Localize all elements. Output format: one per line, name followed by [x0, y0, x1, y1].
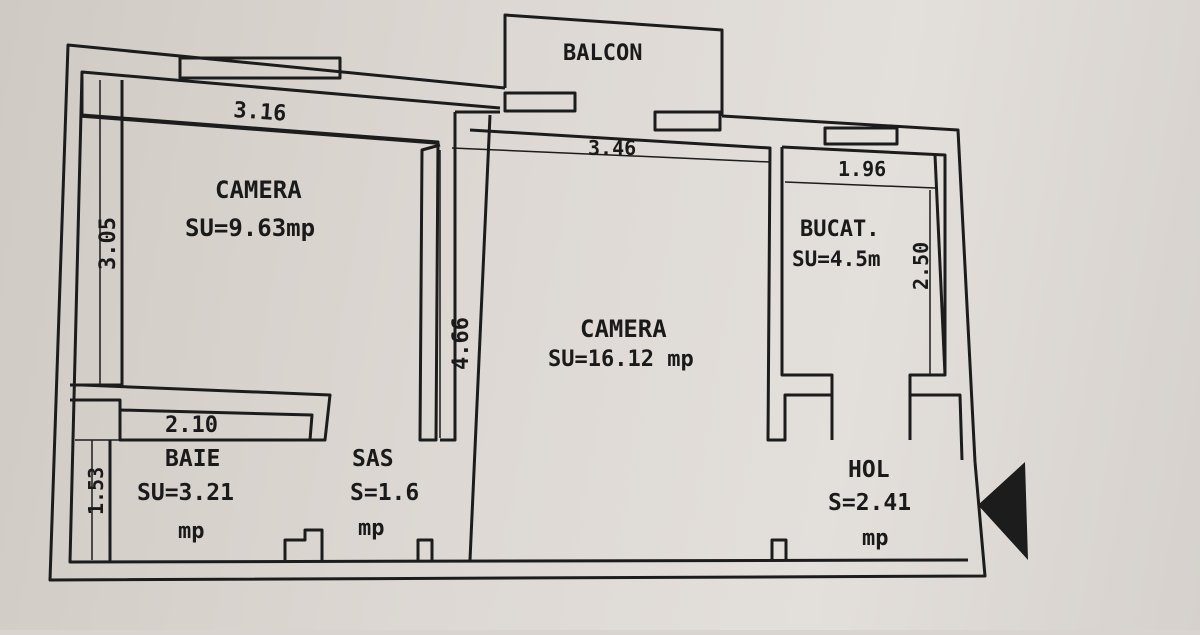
- room-sas-name: SAS: [352, 446, 394, 472]
- dim-bucat-depth: 2.50: [909, 242, 933, 290]
- room-bucat-name: BUCAT.: [800, 217, 879, 242]
- room-camera1-name: CAMERA: [215, 176, 302, 204]
- room-baie-area: SU=3.21: [137, 480, 234, 506]
- dim-camera1-width: 3.16: [233, 98, 288, 127]
- room-camera2-area: SU=16.12 mp: [548, 347, 694, 372]
- room-hol-area: S=2.41: [828, 490, 911, 516]
- room-sas-area: S=1.6: [350, 480, 419, 506]
- room-bucat-area: SU=4.5m: [792, 247, 881, 271]
- window: [823, 126, 899, 146]
- dim-camera1-depth: 3.05: [96, 217, 121, 270]
- window: [653, 110, 722, 132]
- dim-bucat-width: 1.96: [838, 157, 886, 181]
- dim-camera2-width: 3.46: [588, 136, 636, 160]
- dimension-lines: [75, 80, 936, 560]
- room-camera1-area: SU=9.63mp: [185, 214, 315, 242]
- walls: [48, 13, 987, 582]
- entrance-arrow-icon: [978, 462, 1028, 560]
- room-camera2-name: CAMERA: [580, 315, 667, 343]
- balcony-label: BALCON: [563, 41, 642, 66]
- room-sas-unit: mp: [358, 516, 385, 541]
- room-hol-unit: mp: [862, 526, 889, 551]
- dim-baie-width: 2.10: [165, 413, 218, 438]
- room-hol-name: HOL: [848, 457, 890, 483]
- window: [178, 56, 342, 80]
- balcony-outline: [503, 13, 724, 116]
- room-baie-unit: mp: [178, 519, 205, 544]
- dim-camera2-depth: 4.66: [449, 317, 474, 370]
- window: [503, 91, 577, 113]
- dim-baie-depth: 1.53: [84, 467, 108, 515]
- room-baie-name: BAIE: [165, 446, 220, 472]
